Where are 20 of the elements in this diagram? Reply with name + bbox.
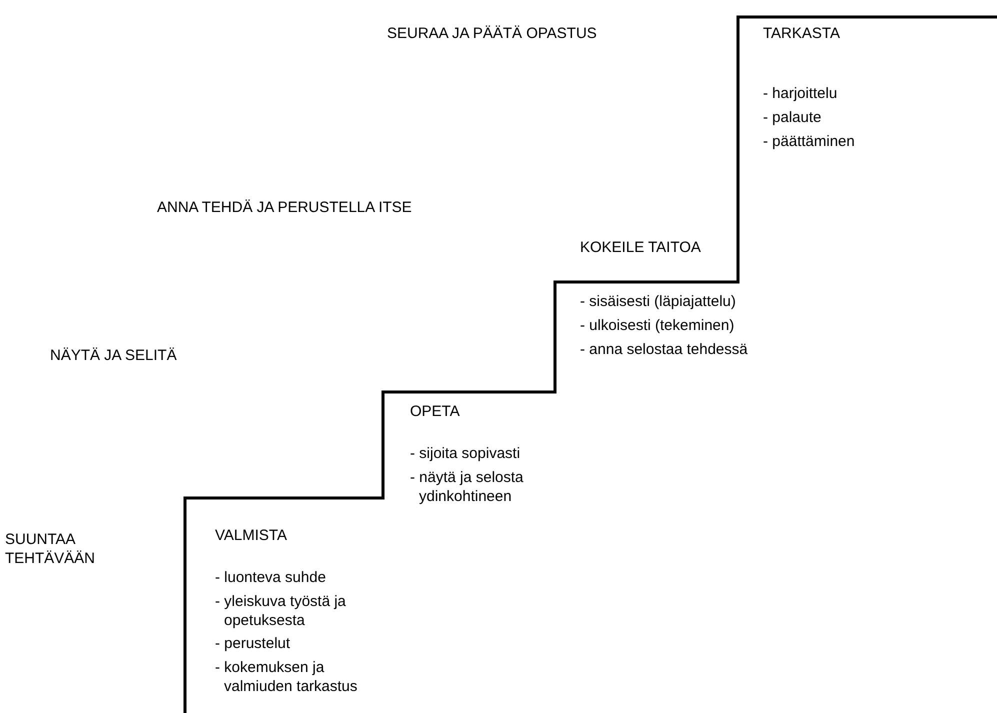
step-heading: VALMISTA: [215, 526, 287, 545]
stage-label: NÄYTÄ JA SELITÄ: [50, 346, 177, 365]
stage-label: SUUNTAA TEHTÄVÄÄN: [5, 530, 96, 568]
list-item: - luonteva suhde: [215, 568, 326, 587]
step-heading: TARKASTA: [763, 24, 840, 43]
list-item: - harjoittelu: [763, 84, 838, 103]
stage-label: SEURAA JA PÄÄTÄ OPASTUS: [387, 24, 597, 43]
list-item: - anna selostaa tehdessä: [580, 340, 748, 359]
list-item: - palaute: [763, 108, 822, 127]
list-item: - sisäisesti (läpiajattelu): [580, 292, 736, 311]
list-item: - päättäminen: [763, 132, 855, 151]
list-item: - ulkoisesti (tekeminen): [580, 316, 734, 335]
list-item: - sijoita sopivasti: [410, 444, 520, 463]
list-item: - yleiskuva työstä ja opetuksesta: [215, 592, 347, 630]
list-item: - näytä ja selosta ydinkohtineen: [410, 468, 524, 506]
step-heading: OPETA: [410, 402, 460, 421]
step-heading: KOKEILE TAITOA: [580, 238, 701, 257]
list-item: - perustelut: [215, 634, 290, 653]
stage-label: ANNA TEHDÄ JA PERUSTELLA ITSE: [157, 198, 412, 217]
list-item: - kokemuksen ja valmiuden tarkastus: [215, 658, 358, 696]
